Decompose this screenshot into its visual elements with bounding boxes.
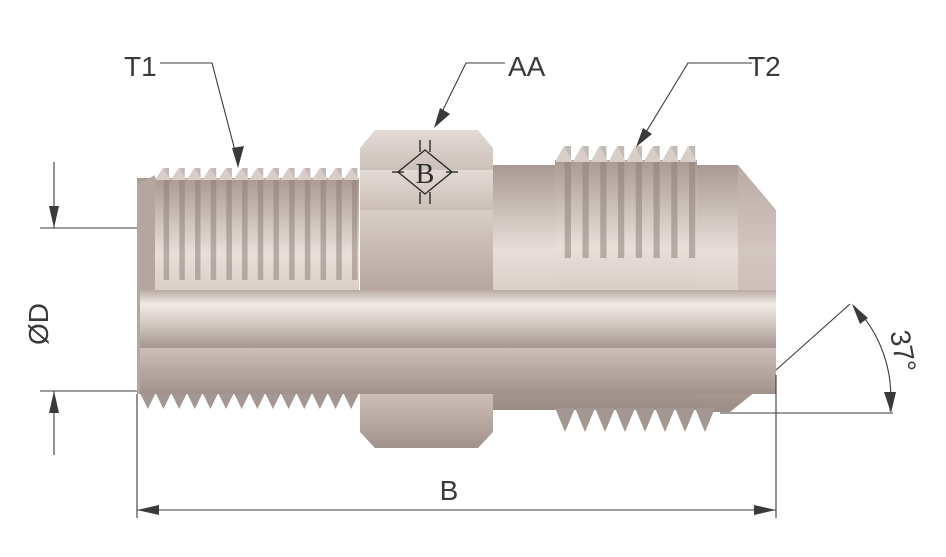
thread-tooth: [170, 168, 187, 180]
thread-tooth: [555, 146, 573, 162]
thread-tooth: [695, 408, 715, 432]
thread-tooth: [327, 168, 344, 180]
t2-thread-teeth: [555, 146, 697, 258]
aa-arrowhead: [434, 108, 450, 128]
thread-groove: [257, 168, 264, 280]
arrowheads: [49, 108, 896, 515]
flare-cone-shade: [738, 165, 776, 290]
thread-tooth: [202, 393, 219, 409]
thread-groove: [320, 168, 327, 280]
aa-leader-line: [436, 62, 505, 123]
thread-tooth: [679, 146, 697, 162]
hex-nut-top: [360, 130, 493, 178]
brand-logo-letter: B: [416, 159, 435, 190]
d-label: ØD: [23, 303, 54, 345]
thread-groove: [600, 146, 607, 258]
thread-tooth: [572, 146, 591, 162]
angle-extension-slanted: [775, 303, 851, 371]
thread-groove: [226, 168, 232, 280]
dimension-lines: [40, 62, 893, 518]
t1-arrowhead: [232, 146, 244, 168]
pipe-band: [140, 290, 776, 348]
aa-label: AA: [508, 51, 546, 82]
thread-tooth: [296, 393, 313, 409]
thread-tooth: [327, 393, 344, 409]
thread-tooth: [343, 393, 359, 409]
t2-leader-line: [639, 62, 752, 143]
thread-groove: [689, 146, 696, 258]
thread-tooth: [249, 168, 265, 180]
thread-tooth: [186, 168, 203, 180]
hex-nut-bottom: [360, 394, 493, 448]
t1-label: T1: [124, 51, 157, 82]
thread-tooth: [661, 146, 680, 162]
d-arrowhead-top: [49, 206, 59, 228]
thread-groove: [210, 168, 217, 280]
thread-groove: [304, 168, 311, 280]
brand-logo-icon: [392, 140, 458, 204]
thread-tooth: [280, 168, 297, 180]
thread-tooth: [608, 146, 626, 162]
thread-tooth: [595, 408, 615, 432]
thread-tooth: [643, 146, 662, 162]
thread-tooth: [233, 168, 250, 180]
bottom-thread-teeth: [140, 393, 715, 432]
t1-leader-line: [160, 62, 239, 163]
thread-groove: [635, 146, 642, 258]
thread-tooth: [615, 408, 635, 432]
thread-tooth: [296, 168, 312, 180]
lower-body: [140, 348, 776, 394]
b-arrowhead-left: [137, 505, 159, 515]
thread-groove: [179, 168, 185, 280]
thread-tooth: [280, 393, 297, 409]
thread-groove: [195, 168, 201, 280]
b-label: B: [440, 475, 459, 506]
thread-groove: [273, 168, 279, 280]
thread-groove: [618, 146, 625, 258]
thread-tooth: [233, 393, 250, 409]
thread-groove: [671, 146, 678, 258]
thread-groove: [289, 168, 295, 280]
thread-tooth: [343, 168, 359, 180]
thread-tooth: [590, 146, 609, 162]
thread-tooth: [264, 168, 281, 180]
thread-tooth: [555, 408, 575, 432]
thread-tooth: [155, 168, 171, 180]
d-arrowhead-bottom: [49, 391, 59, 413]
b-arrowhead-right: [754, 505, 776, 515]
thread-groove: [163, 168, 170, 280]
thread-tooth: [626, 146, 644, 162]
thread-tooth: [249, 393, 266, 409]
thread-tooth: [311, 168, 328, 180]
thread-tooth: [575, 408, 595, 432]
thread-groove: [653, 146, 660, 258]
thread-tooth: [171, 393, 187, 409]
thread-tooth: [675, 408, 695, 432]
thread-tooth: [635, 408, 655, 432]
thread-groove: [582, 146, 589, 258]
fitting-body: B: [137, 130, 776, 448]
t2-arrowhead: [636, 128, 652, 147]
thread-tooth: [155, 393, 172, 409]
thread-groove: [564, 146, 571, 258]
thread-tooth: [218, 393, 234, 409]
thread-groove: [351, 168, 358, 280]
t1-thread-teeth: [155, 168, 359, 280]
thread-tooth: [655, 408, 675, 432]
thread-tooth: [217, 168, 234, 180]
thread-tooth: [186, 393, 203, 409]
thread-tooth: [140, 393, 156, 409]
thread-groove: [242, 168, 248, 280]
thread-groove: [336, 168, 342, 280]
angle-arrowhead-top: [852, 304, 868, 324]
angle-arrowhead-bottom: [884, 392, 896, 413]
angle-label: 37°: [884, 328, 922, 375]
t2-label: T2: [748, 51, 781, 82]
hex-nut-middle: [360, 210, 493, 290]
thread-tooth: [265, 393, 281, 409]
thread-tooth: [312, 393, 328, 409]
thread-tooth: [202, 168, 218, 180]
